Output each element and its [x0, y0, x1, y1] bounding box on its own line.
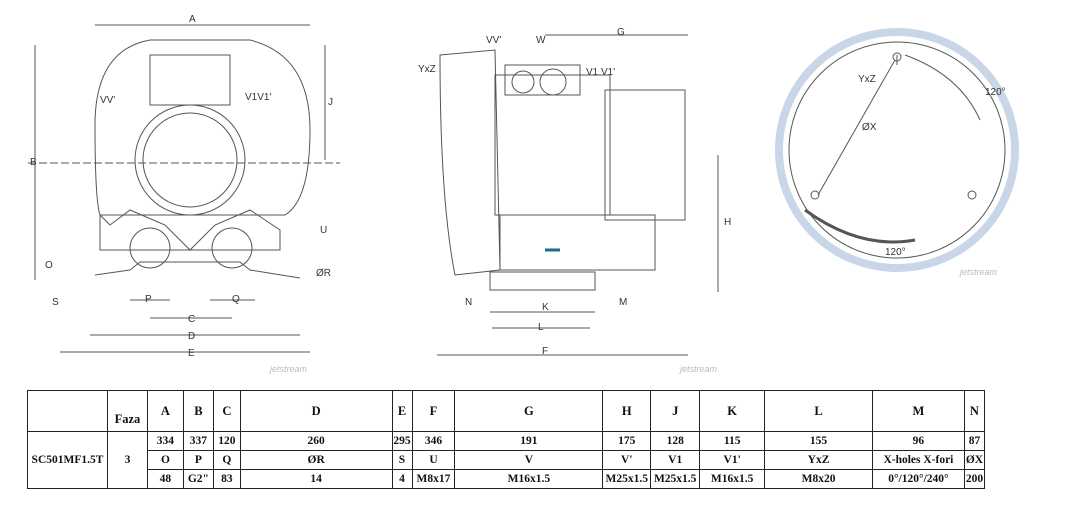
table-cell: 128 [650, 431, 701, 451]
table-cell: 191 [454, 431, 604, 451]
table-cell: M8x20 [764, 469, 873, 489]
table-cell: 83 [212, 469, 241, 489]
header-cell: A [146, 390, 184, 432]
dim-f: F [542, 346, 548, 357]
label-vv: VV' [100, 95, 115, 106]
side-view [437, 34, 719, 356]
label-r: ØR [316, 268, 331, 279]
label-v1v1-side: V1 V1' [586, 67, 615, 78]
dim-k: K [542, 302, 549, 313]
angle-label-bottom: 120° [885, 247, 906, 258]
dim-a: A [189, 14, 196, 25]
watermark: jetstream [679, 364, 718, 374]
dim-m: M [619, 297, 627, 308]
label-yxz-flange: YxZ [858, 74, 876, 85]
table-cell: V1' [699, 450, 766, 470]
technical-drawings: A B J VV' V1V1' U O S P Q C D E ØR jetst… [28, 14, 1019, 374]
header-cell: G [454, 390, 604, 432]
header-cell: C [212, 390, 241, 432]
label-v1v1: V1V1' [245, 92, 271, 103]
table-cell: V' [602, 450, 652, 470]
table-cell: U [411, 450, 456, 470]
table-cell: 96 [871, 431, 965, 451]
dim-s: S [52, 297, 59, 308]
faza-cell: 3 [106, 431, 148, 489]
table-cell: X-holes X-fori [871, 450, 965, 470]
header-cell: L [764, 390, 873, 432]
header-cell: D [239, 390, 393, 432]
table-row: O P Q ØR S U V V' V1 V1' YxZ X-holes X-f… [28, 450, 986, 470]
table-cell: YxZ [764, 450, 873, 470]
table-cell: 346 [411, 431, 456, 451]
dim-q: Q [232, 294, 240, 305]
table-cell: 337 [182, 431, 214, 451]
table-cell: 175 [602, 431, 652, 451]
faza-header: Faza [106, 390, 148, 432]
header-cell: K [699, 390, 766, 432]
dimensions-table: Faza A B C D E F G H J K L M N SC501MF1.… [27, 390, 986, 489]
table-cell: G2" [182, 469, 214, 489]
front-view [28, 24, 340, 353]
table-cell: ØX [963, 450, 986, 470]
dim-b: B [30, 157, 37, 168]
dim-d: D [188, 331, 195, 342]
table-header-row: Faza A B C D E F G H J K L M N [27, 390, 986, 432]
table-cell: P [182, 450, 214, 470]
dim-x: ØX [862, 122, 877, 133]
dim-w: W [536, 35, 546, 46]
table-cell: 4 [391, 469, 413, 489]
watermark: jetstream [959, 267, 998, 277]
table-row: SC501MF1.5T 3 334 337 120 260 295 346 19… [27, 431, 986, 489]
watermark: jetstream [269, 364, 308, 374]
dim-c: C [188, 314, 195, 325]
table-row: 48 G2" 83 14 4 M8x17 M16x1.5 M25x1.5 M25… [28, 469, 986, 489]
dim-h: H [724, 217, 731, 228]
dim-p: P [145, 294, 152, 305]
table-cell: V1 [650, 450, 701, 470]
table-cell: M8x17 [411, 469, 456, 489]
header-cell: J [650, 390, 701, 432]
table-cell: 14 [239, 469, 393, 489]
dim-n: N [465, 297, 472, 308]
dim-l: L [538, 322, 544, 333]
table-cell: M16x1.5 [454, 469, 604, 489]
table-cell: 48 [146, 469, 184, 489]
header-cell: H [602, 390, 652, 432]
label-yxz-side: YxZ [418, 64, 436, 75]
table-cell: 115 [699, 431, 766, 451]
dim-e: E [188, 348, 195, 359]
table-cell: 120 [212, 431, 241, 451]
table-cell: M25x1.5 [602, 469, 652, 489]
model-cell: SC501MF1.5T [27, 431, 108, 489]
header-cell: N [963, 390, 986, 432]
header-cell: F [411, 390, 456, 432]
label-vv-side: VV' [486, 35, 501, 46]
label-u: U [320, 225, 327, 236]
table-cell: 87 [963, 431, 986, 451]
table-cell: 0°/120°/240° [871, 469, 965, 489]
angle-label-top: 120° [985, 87, 1006, 98]
table-cell: M25x1.5 [650, 469, 701, 489]
header-cell: M [871, 390, 965, 432]
table-corner-cell [27, 390, 108, 432]
table-cell: 295 [391, 431, 413, 451]
header-cell: E [391, 390, 413, 432]
table-cell: 334 [146, 431, 184, 451]
table-cell: ØR [239, 450, 393, 470]
header-cell: B [182, 390, 214, 432]
table-cell: 200 [963, 469, 986, 489]
table-cell: V [454, 450, 604, 470]
flange-view [775, 28, 1019, 272]
table-cell: M16x1.5 [699, 469, 766, 489]
dim-g: G [617, 27, 625, 38]
table-cell: S [391, 450, 413, 470]
table-cell: Q [212, 450, 241, 470]
table-cell: O [146, 450, 184, 470]
dim-o: O [45, 260, 53, 271]
dim-j: J [328, 97, 333, 108]
table-cell: 260 [239, 431, 393, 451]
table-cell: 155 [764, 431, 873, 451]
